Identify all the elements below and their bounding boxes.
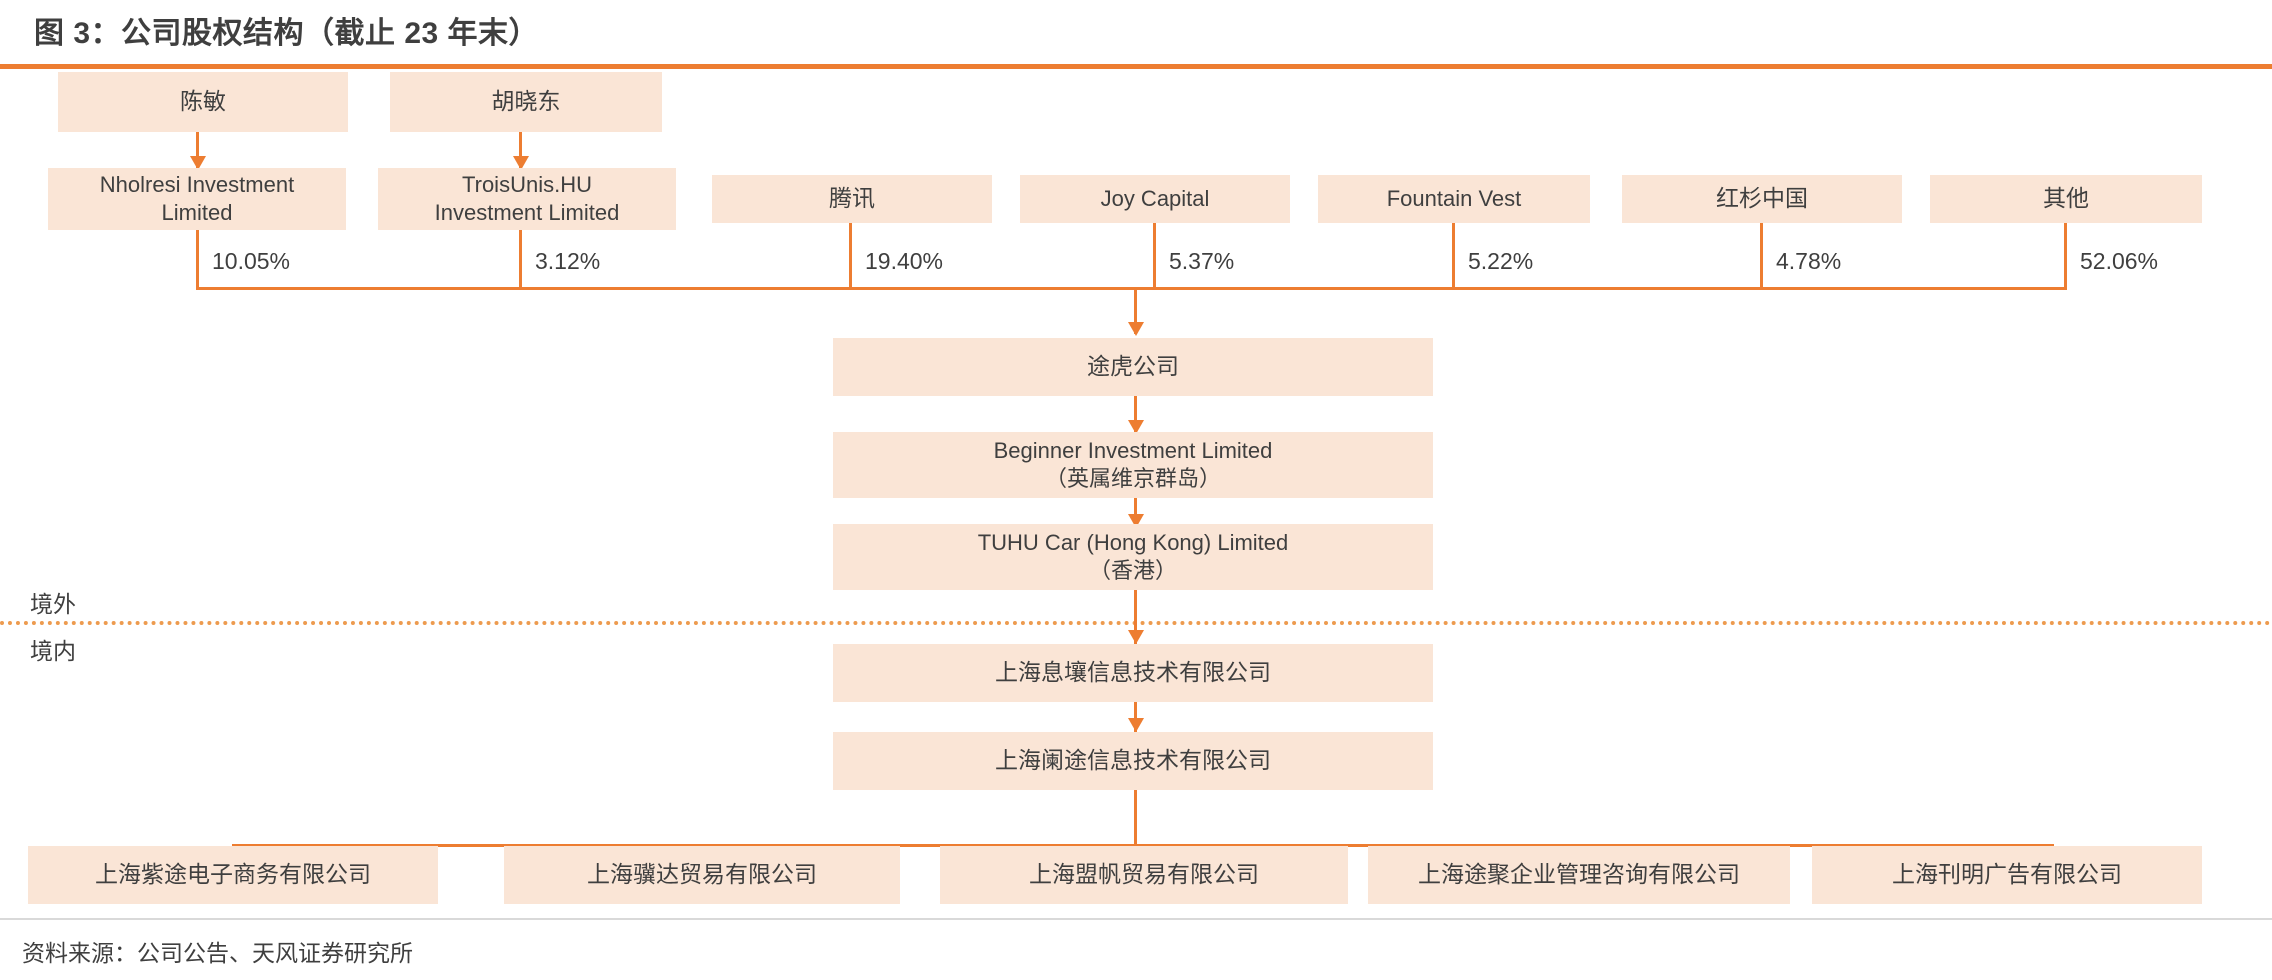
chain-label: TUHU Car (Hong Kong) Limited （香港） [977, 529, 1289, 583]
shareholder-box-4: Fountain Vest [1318, 175, 1590, 223]
subsidiary-label: 上海途聚企业管理咨询有限公司 [1418, 861, 1740, 888]
dropline-shareholder-6 [2064, 223, 2067, 289]
arrowhead-person-0 [190, 156, 206, 170]
chain-box-4: 上海阑途信息技术有限公司 [833, 732, 1433, 790]
connector-chain-1-2 [1134, 498, 1137, 526]
connector-chain-to-subs [1134, 790, 1137, 846]
dropline-shareholder-0 [196, 230, 199, 289]
chain-label: 途虎公司 [1087, 353, 1179, 380]
shareholder-box-0: Nholresi Investment Limited [48, 168, 346, 230]
shareholder-label: 红杉中国 [1716, 185, 1808, 212]
subsidiary-label: 上海骥达贸易有限公司 [587, 861, 817, 888]
connector-chain-3-4 [1134, 702, 1137, 732]
shareholder-label: TroisUnis.HU Investment Limited [434, 171, 620, 225]
connector-person-1 [519, 132, 522, 170]
dropline-shareholder-2 [849, 223, 852, 289]
percent-label-1: 3.12% [535, 248, 601, 274]
dropline-shareholder-5 [1760, 223, 1763, 289]
chain-box-3: 上海息壤信息技术有限公司 [833, 644, 1433, 702]
subsidiary-label: 上海盟帆贸易有限公司 [1029, 861, 1259, 888]
page-title: 图 3：公司股权结构（截止 23 年末） [34, 17, 540, 50]
shareholder-label: 其他 [2043, 185, 2089, 212]
region-label-onshore: 境内 [30, 638, 76, 664]
shareholder-box-1: TroisUnis.HU Investment Limited [378, 168, 676, 230]
region-label-offshore: 境外 [30, 591, 76, 617]
footer-rule [0, 918, 2272, 920]
dropline-shareholder-1 [519, 230, 522, 289]
percent-label-6: 52.06% [2080, 248, 2159, 274]
dropline-shareholder-4 [1452, 223, 1455, 289]
connector-bus-to-tuhu [1134, 287, 1137, 334]
percent-label-5: 4.78% [1776, 248, 1842, 274]
chain-label: 上海息壤信息技术有限公司 [995, 659, 1271, 686]
chain-box-0: 途虎公司 [833, 338, 1433, 396]
shareholder-label: Nholresi Investment Limited [99, 171, 295, 225]
shareholder-label: Fountain Vest [1386, 185, 1522, 211]
connector-chain-2-3 [1134, 590, 1137, 644]
chain-box-2: TUHU Car (Hong Kong) Limited （香港） [833, 524, 1433, 590]
person-label: 胡晓东 [491, 88, 561, 115]
arrowhead-bus-to-tuhu [1128, 322, 1144, 336]
arrowhead-chain-2-3 [1128, 630, 1144, 644]
shareholder-label: 腾讯 [829, 185, 875, 212]
source-note: 资料来源：公司公告、天风证券研究所 [22, 940, 413, 966]
dropline-shareholder-3 [1153, 223, 1156, 289]
subsidiary-box-4: 上海刊明广告有限公司 [1812, 846, 2202, 904]
chain-box-1: Beginner Investment Limited （英属维京群岛） [833, 432, 1433, 498]
person-box-1: 胡晓东 [390, 72, 662, 132]
subsidiary-label: 上海紫途电子商务有限公司 [95, 861, 371, 888]
person-box-0: 陈敏 [58, 72, 348, 132]
title-rule [0, 64, 2272, 69]
percent-label-0: 10.05% [212, 248, 291, 274]
shareholder-box-6: 其他 [1930, 175, 2202, 223]
connector-chain-0-1 [1134, 396, 1137, 432]
chain-label: 上海阑途信息技术有限公司 [995, 747, 1271, 774]
percent-label-4: 5.22% [1468, 248, 1534, 274]
ownership-bus [196, 287, 2067, 290]
chain-label: Beginner Investment Limited （英属维京群岛） [993, 437, 1273, 491]
shareholder-label: Joy Capital [1100, 185, 1210, 211]
subsidiary-box-1: 上海骥达贸易有限公司 [504, 846, 900, 904]
subsidiary-box-3: 上海途聚企业管理咨询有限公司 [1368, 846, 1790, 904]
shareholder-box-2: 腾讯 [712, 175, 992, 223]
shareholder-box-3: Joy Capital [1020, 175, 1290, 223]
subsidiary-label: 上海刊明广告有限公司 [1892, 861, 2122, 888]
shareholder-box-5: 红杉中国 [1622, 175, 1902, 223]
arrowhead-person-1 [513, 156, 529, 170]
subsidiary-box-0: 上海紫途电子商务有限公司 [28, 846, 438, 904]
connector-person-0 [196, 132, 199, 170]
percent-label-2: 19.40% [865, 248, 944, 274]
arrowhead-chain-3-4 [1128, 718, 1144, 732]
person-label: 陈敏 [180, 88, 226, 115]
arrowhead-chain-0-1 [1128, 420, 1144, 434]
subsidiary-box-2: 上海盟帆贸易有限公司 [940, 846, 1348, 904]
percent-label-3: 5.37% [1169, 248, 1235, 274]
subsidiary-bus [232, 844, 2054, 847]
